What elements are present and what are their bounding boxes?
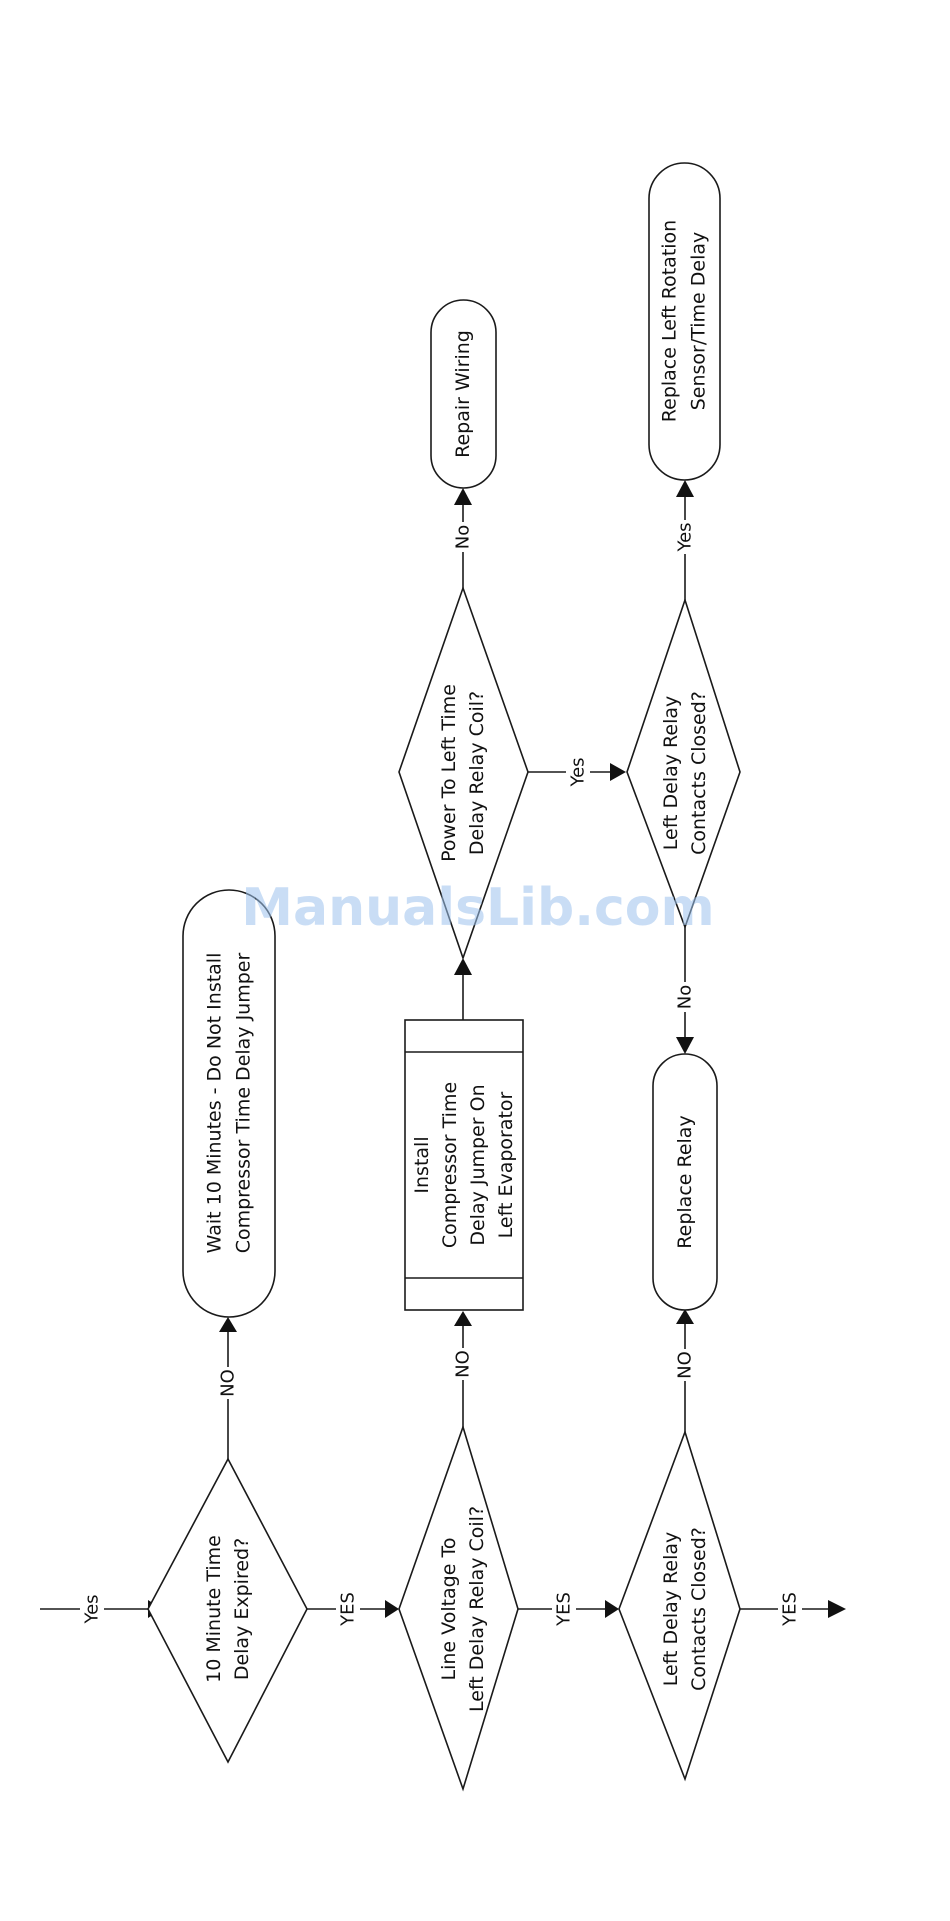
label-d4-yes: Yes — [568, 757, 589, 787]
text-t3: Repair Wiring — [452, 330, 474, 458]
text-d2-line-1: Line Voltage To — [438, 1538, 460, 1681]
arrow-d4-yes — [610, 763, 626, 781]
text-d3-line-2: Contacts Closed? — [688, 1527, 710, 1691]
text-p1-line-3: Delay Jumper On — [467, 1084, 489, 1245]
arrow-d1-no — [219, 1317, 237, 1332]
label-d5-no: No — [675, 985, 696, 1009]
label-d4-no: No — [453, 525, 474, 549]
text-d3-line-1: Left Delay Relay — [660, 1532, 682, 1687]
arrow-d3-no — [676, 1309, 694, 1324]
shapes — [147, 162, 741, 1792]
text-t2: Replace Relay — [674, 1115, 696, 1248]
label-d3-yes: YES — [780, 1592, 801, 1627]
text-d4: Power To Left Time Delay Relay Coil? — [438, 684, 488, 862]
text-t1-line-2: Compressor Time Delay Jumper — [233, 953, 255, 1254]
text-p1-line-4: Left Evaporator — [495, 1091, 517, 1238]
text-d1-line-2: Delay Expired? — [231, 1538, 253, 1680]
text-d3: Left Delay Relay Contacts Closed? — [660, 1527, 710, 1691]
text-t4-line-2: Sensor/Time Delay — [688, 232, 710, 411]
text-t4: Replace Left Rotation Sensor/Time Delay — [659, 220, 710, 422]
text-d1-line-1: 10 Minute Time — [203, 1535, 225, 1683]
label-d2-yes: YES — [554, 1592, 575, 1627]
arrow-d2-yes — [605, 1600, 619, 1618]
label-d3-no: NO — [675, 1351, 696, 1379]
label-d1-yes: YES — [338, 1592, 359, 1627]
label-d5-yes: Yes — [675, 522, 696, 552]
arrow-d4-no — [454, 488, 472, 505]
decision-d2 — [398, 1424, 519, 1792]
text-p1-line-1: Install — [411, 1136, 433, 1193]
arrow-d5-no — [676, 1037, 694, 1054]
text-t1-line-1: Wait 10 Minutes - Do Not Install — [204, 953, 226, 1254]
arrow-d1-yes — [385, 1600, 399, 1618]
decision-d1 — [147, 1457, 308, 1764]
terminal-t2 — [652, 1053, 718, 1311]
text-t4-line-1: Replace Left Rotation — [659, 220, 681, 422]
text-t3-line-1: Repair Wiring — [452, 330, 474, 458]
terminal-t3 — [430, 299, 497, 489]
arrow-p1-d4 — [454, 958, 472, 975]
text-d4-line-2: Delay Relay Coil? — [466, 691, 488, 855]
label-d2-no: NO — [453, 1350, 474, 1378]
text-d2: Line Voltage To Left Delay Relay Coil? — [438, 1506, 488, 1712]
watermark: ManualsLib.com — [241, 878, 714, 938]
text-p1-line-2: Compressor Time — [439, 1082, 461, 1248]
terminal-t1 — [182, 889, 276, 1318]
text-p1: Install Compressor Time Delay Jumper On Lef… — [411, 1082, 517, 1248]
text-d5-line-2: Contacts Closed? — [688, 691, 710, 855]
decision-d3 — [618, 1429, 741, 1782]
text-t1: Wait 10 Minutes - Do Not Install Compress… — [204, 953, 255, 1254]
text-d5-line-1: Left Delay Relay — [660, 696, 682, 851]
text-d5: Left Delay Relay Contacts Closed? — [660, 691, 710, 855]
text-d4-line-1: Power To Left Time — [438, 684, 460, 862]
decision-d5 — [626, 597, 741, 930]
arrow-d2-no — [454, 1311, 472, 1326]
decision-d4 — [398, 585, 529, 961]
process-p1 — [404, 1019, 524, 1311]
terminal-t4 — [648, 162, 721, 481]
label-entry: Yes — [82, 1594, 103, 1624]
connector-labels: Yes YES YES YES NO NO NO No — [80, 520, 802, 1627]
text-t2-line-1: Replace Relay — [674, 1115, 696, 1248]
text-d2-line-2: Left Delay Relay Coil? — [466, 1506, 488, 1712]
arrow-d3-yes — [828, 1600, 846, 1618]
node-texts: 10 Minute Time Delay Expired? Line Voltag… — [203, 220, 710, 1712]
arrow-d5-yes — [676, 480, 694, 497]
label-d1-no: NO — [218, 1369, 239, 1397]
text-d1: 10 Minute Time Delay Expired? — [203, 1535, 253, 1683]
